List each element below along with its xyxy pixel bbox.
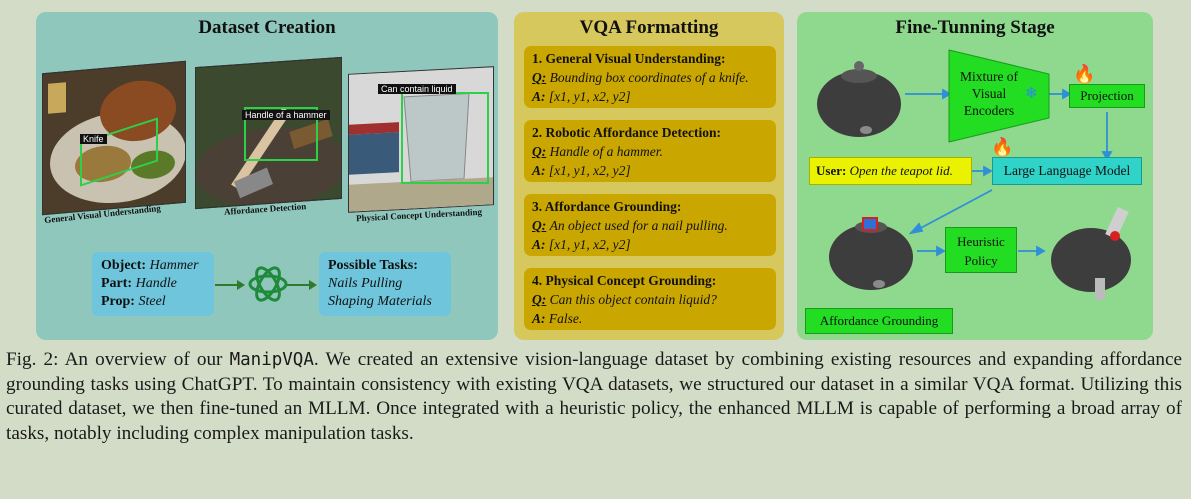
policy-label: Heuristic Policy <box>957 234 1005 268</box>
hammer-bbox <box>244 107 318 161</box>
caption-body: . We created an extensive vision-languag… <box>6 349 1182 444</box>
arrows-to-chatgpt <box>215 280 317 290</box>
card-question: Can this object contain liquid? <box>549 292 717 307</box>
prop-value: Steel <box>138 294 166 309</box>
prop-key: Prop: <box>101 294 135 309</box>
card-question: An object used for a nail pulling. <box>549 218 728 233</box>
card-answer: [x1, y1, x2, y2] <box>548 89 631 104</box>
photo-physical <box>348 66 494 213</box>
tasks-info-box: Possible Tasks: Nails Pulling Shaping Ma… <box>319 252 451 316</box>
card-heading: 1. General Visual Understanding: <box>532 51 726 66</box>
projection-box: Projection <box>1069 84 1145 108</box>
chatgpt-icon <box>248 266 288 302</box>
encoders-label: Mixture of Visual Encoders <box>959 69 1019 118</box>
caption-method-name: ManipVQA <box>229 350 314 370</box>
hammer-tag: Handle of a hammer <box>242 110 330 120</box>
hammer-stump-image <box>196 57 342 209</box>
cup-tag: Can contain liquid <box>378 84 456 94</box>
tasks-title: Possible Tasks: <box>328 258 418 273</box>
q-key: Q: <box>532 292 547 307</box>
card-heading: 3. Affordance Grounding: <box>532 199 682 214</box>
object-key: Object: <box>101 258 147 273</box>
a-key: A: <box>532 163 546 178</box>
card-question: Handle of a hammer. <box>549 144 663 159</box>
knife-tag: Knife <box>80 134 107 144</box>
cup-bbox <box>401 92 489 184</box>
projection-label: Projection <box>1080 88 1134 103</box>
q-key: Q: <box>532 144 547 159</box>
part-value: Handle <box>135 276 177 291</box>
snowflake-icon: ❄ <box>1025 86 1038 102</box>
pipeline-arrows <box>905 88 1113 257</box>
teapot-grounding-image <box>829 217 913 290</box>
caption-prefix: Fig. 2: An overview of our <box>6 349 230 370</box>
fine-tuning-panel: Fine-Tunning Stage Mixture of Visual Enc… <box>797 12 1153 340</box>
a-key: A: <box>532 89 546 104</box>
q-key: Q: <box>532 218 547 233</box>
task-item: Shaping Materials <box>328 294 432 309</box>
user-prompt-box: User: Open the teapot lid. <box>809 157 972 185</box>
task-item: Nails Pulling <box>328 276 403 291</box>
figure-caption: Fig. 2: An overview of our ManipVQA. We … <box>6 348 1182 446</box>
fire-icon: 🔥 <box>1073 64 1096 84</box>
user-key: User: <box>816 163 847 178</box>
dataset-creation-panel: Dataset Creation Knife General Visual Un… <box>36 12 498 340</box>
card-heading: 2. Robotic Affordance Detection: <box>532 125 721 140</box>
grounding-label: Affordance Grounding <box>819 313 939 328</box>
measuring-cup-image <box>349 67 493 212</box>
affordance-grounding-box: Affordance Grounding <box>805 308 953 334</box>
object-value: Hammer <box>149 258 199 273</box>
card-heading: 4. Physical Concept Grounding: <box>532 273 717 288</box>
fine-tuning-title: Fine-Tunning Stage <box>895 17 1055 38</box>
teapot-image <box>817 61 901 137</box>
llm-label: Large Language Model <box>1003 163 1131 178</box>
vqa-formatting-title: VQA Formatting <box>579 17 719 38</box>
vqa-card-general: 1. General Visual Understanding: Q: Boun… <box>524 46 776 108</box>
card-answer: [x1, y1, x2, y2] <box>548 163 631 178</box>
card-answer: False. <box>548 311 583 326</box>
llm-box: Large Language Model <box>992 157 1142 185</box>
dataset-creation-title: Dataset Creation <box>198 17 336 38</box>
fire-icon: 🔥 <box>991 137 1014 157</box>
vqa-formatting-panel: VQA Formatting 1. General Visual Underst… <box>514 12 784 340</box>
a-key: A: <box>532 311 546 326</box>
teapot-opened-image <box>1051 206 1131 300</box>
encoders-trapezoid <box>948 49 1050 143</box>
vqa-card-physical: 4. Physical Concept Grounding: Q: Can th… <box>524 268 776 330</box>
heuristic-policy-box: Heuristic Policy <box>945 227 1017 273</box>
card-answer: [x1, y1, x2, y2] <box>548 237 631 252</box>
q-key: Q: <box>532 70 547 85</box>
vqa-card-affordance: 2. Robotic Affordance Detection: Q: Hand… <box>524 120 776 182</box>
part-key: Part: <box>101 276 133 291</box>
card-question: Bounding box coordinates of a knife. <box>549 70 749 85</box>
object-info-box: Object: Hammer Part: Handle Prop: Steel <box>92 252 214 316</box>
vqa-card-grounding: 3. Affordance Grounding: Q: An object us… <box>524 194 776 256</box>
a-key: A: <box>532 237 546 252</box>
photo-affordance <box>195 56 342 210</box>
user-prompt: Open the teapot lid. <box>849 163 953 178</box>
